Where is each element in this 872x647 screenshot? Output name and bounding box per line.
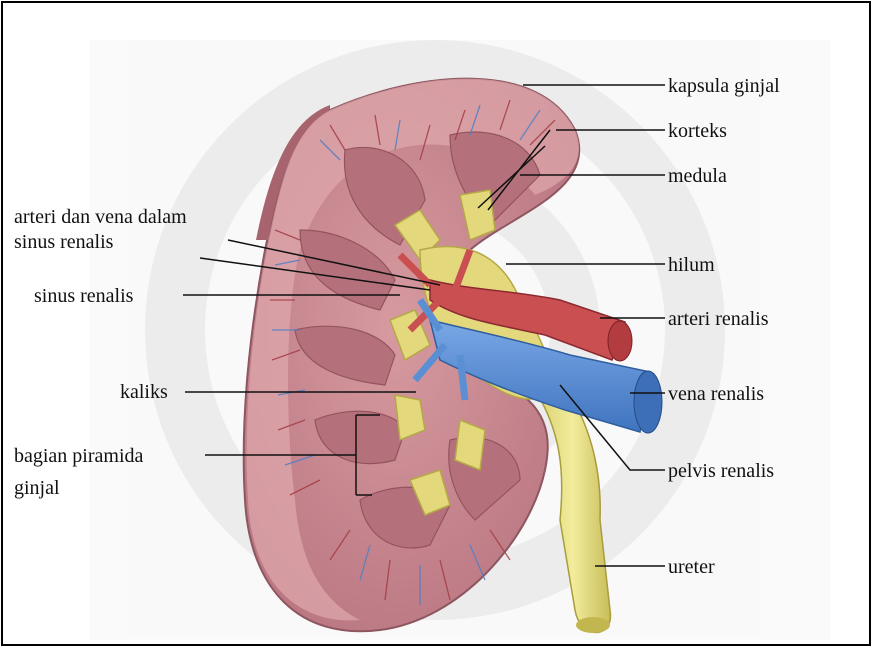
label-kapsula-ginjal: kapsula ginjal — [668, 75, 780, 97]
label-korteks: korteks — [668, 120, 727, 142]
label-arteri-vena-line2: sinus renalis — [14, 231, 114, 253]
label-sinus-renalis: sinus renalis — [34, 285, 134, 307]
label-arteri-renalis: arteri renalis — [668, 308, 769, 330]
label-bagian-piramida-line1: bagian piramida — [14, 445, 144, 467]
label-pelvis-renalis: pelvis renalis — [668, 460, 774, 482]
label-arteri-vena-line1: arteri dan vena dalam — [14, 206, 187, 228]
label-vena-renalis: vena renalis — [668, 383, 764, 405]
label-medula: medula — [668, 165, 727, 187]
label-kaliks: kaliks — [120, 381, 168, 403]
ureter-end — [576, 617, 610, 633]
label-ureter: ureter — [668, 556, 715, 578]
label-bagian-piramida-line2: ginjal — [14, 477, 60, 499]
label-hilum: hilum — [668, 254, 715, 276]
